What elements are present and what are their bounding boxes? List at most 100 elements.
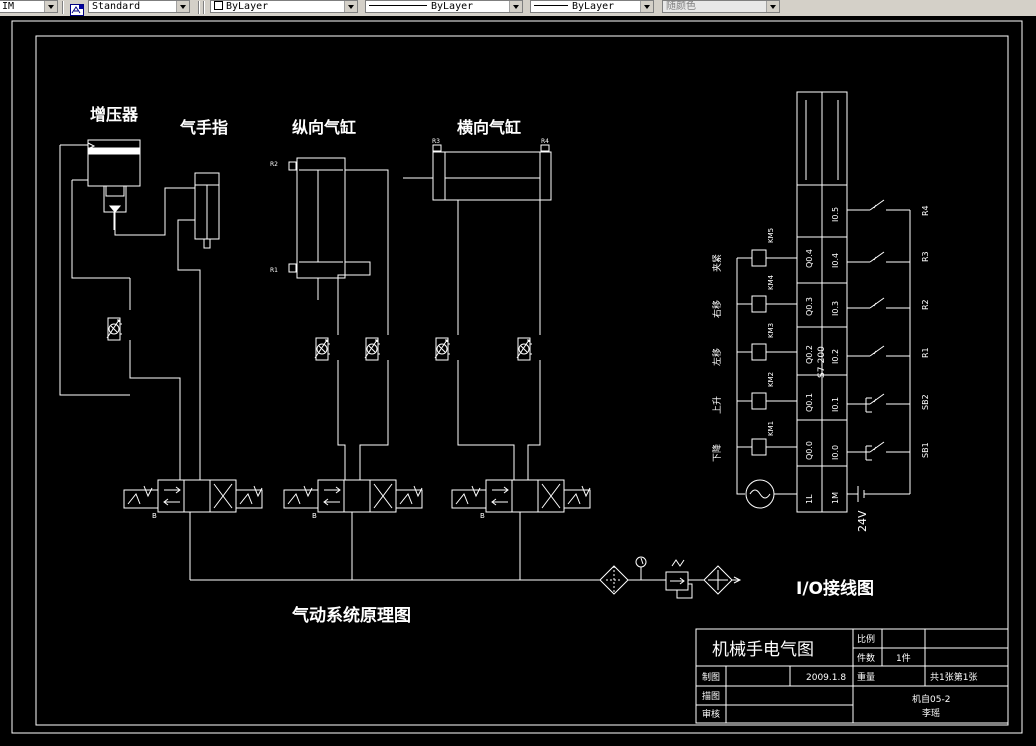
push-button-sb2: SB2: [847, 393, 930, 413]
input-label: I0.1: [831, 397, 840, 412]
toolbar-separator: [203, 1, 205, 14]
chevron-down-icon[interactable]: [44, 1, 57, 12]
input-label: I0.3: [831, 301, 840, 316]
input-label: I0.4: [831, 253, 840, 268]
limit-switch-r3: R3: [847, 251, 930, 263]
valve-marker: B: [152, 512, 157, 520]
action-label: 左移: [711, 348, 723, 366]
checked-label: 审核: [702, 708, 720, 720]
qty-value: 1件: [896, 652, 911, 664]
drafted-label: 描图: [702, 690, 720, 702]
output-label: Q0.4: [805, 249, 814, 268]
valve-marker: B: [480, 512, 485, 520]
intensifier-label: 增压器: [90, 105, 139, 124]
switch-label: SB1: [921, 442, 930, 458]
drawing-title: 机械手电气图: [712, 640, 814, 660]
io-caption: I/O接线图: [796, 578, 874, 599]
lineweight-value: ByLayer: [572, 1, 615, 12]
horizontal-cylinder-label: 横向气缸: [457, 118, 521, 137]
switch-label: SB2: [921, 394, 930, 410]
text-style-select[interactable]: Standard: [88, 0, 190, 13]
relay-label: KM3: [767, 323, 775, 338]
limit-switch-r1: R1: [847, 345, 930, 358]
qty-label: 件数: [857, 652, 875, 664]
properties-toolbar: IM Standard ByLayer ByLayer ByLayer 随颜色: [0, 0, 1036, 17]
output-label: Q0.2: [805, 345, 814, 364]
color-value: ByLayer: [226, 1, 269, 12]
io-wiring-diagram: S7-200 Q0.4 Q0.3 Q0.2 Q0.1 Q0.0 1L I0.5 …: [711, 91, 930, 599]
relay-coil-km4: KM4 右移: [711, 274, 797, 318]
directional-valve-2: B: [283, 479, 423, 580]
voltage-label: 24V: [856, 510, 869, 532]
action-label: 夹紧: [711, 254, 723, 272]
valve-marker: B: [312, 512, 317, 520]
directional-valve-1: B: [123, 479, 263, 580]
intensifier-symbol: [59, 139, 195, 396]
chevron-down-icon[interactable]: [509, 1, 522, 12]
drawn-date: 2009.1.8: [806, 673, 846, 683]
relay-coil-km1: KM1 下降: [711, 421, 797, 462]
input-label: I0.2: [831, 349, 840, 364]
drawn-label: 制图: [702, 671, 720, 683]
text-style-value: Standard: [92, 1, 141, 12]
limit-switch-r2: R2: [847, 297, 930, 310]
lineweight-control-select[interactable]: ByLayer: [530, 0, 654, 13]
dim-style-select[interactable]: IM: [0, 0, 58, 13]
output-label: 1L: [805, 494, 814, 504]
weight-label: 重量: [857, 671, 875, 683]
frl-unit: [599, 556, 742, 599]
directional-valve-3: B: [451, 479, 591, 580]
relay-label: KM1: [767, 421, 775, 436]
dim-style-value: IM: [2, 1, 15, 12]
gripper-symbol: [106, 172, 220, 480]
output-label: Q0.3: [805, 297, 814, 316]
switch-label: R1: [921, 347, 930, 358]
pneumatic-schematic: 增压器 气手指 纵向气缸 横向气缸 R2: [59, 105, 742, 626]
toolbar-separator: [62, 1, 64, 14]
horizontal-cylinder-symbol: R3 R4: [403, 138, 552, 480]
drawing-number: 机自05-2: [912, 693, 950, 705]
toolbar-separator: [198, 1, 200, 14]
output-label: Q0.0: [805, 441, 814, 460]
action-label: 下降: [711, 444, 723, 462]
relay-label: KM2: [767, 372, 775, 387]
title-block: 机械手电气图 比例 件数 1件 重量 共1张第1张 制图 2009.1.8 描图…: [695, 628, 1009, 724]
drawing-svg: 增压器 气手指 纵向气缸 横向气缸 R2: [11, 20, 1023, 734]
chevron-down-icon[interactable]: [176, 1, 189, 12]
switch-label: R4: [921, 205, 930, 216]
action-label: 上升: [712, 396, 723, 414]
drawing-canvas[interactable]: 增压器 气手指 纵向气缸 横向气缸 R2: [0, 16, 1036, 742]
relay-label: KM5: [767, 228, 775, 243]
input-label: I0.5: [831, 207, 840, 222]
limit-switch-r4: R4: [847, 199, 930, 216]
ac-source-icon: [745, 479, 797, 509]
push-button-sb1: SB1: [847, 441, 930, 461]
pneumatic-caption: 气动系统原理图: [291, 605, 411, 626]
outer-frame: [11, 20, 1023, 734]
inner-frame: [35, 35, 1009, 726]
plot-style-value: 随颜色: [666, 1, 696, 12]
sensor-r2-tag: R2: [270, 161, 278, 168]
text-style-icon[interactable]: [70, 1, 84, 16]
linetype-preview-icon: [369, 5, 427, 6]
relay-label: KM4: [767, 274, 775, 290]
switch-label: R3: [921, 251, 930, 262]
sheet-info: 共1张第1张: [930, 671, 977, 683]
gripper-label: 气手指: [179, 118, 228, 137]
relay-coil-km3: KM3 左移: [711, 323, 797, 366]
scale-label: 比例: [857, 633, 875, 645]
switch-label: R2: [921, 299, 930, 310]
sensor-r4-tag: R4: [541, 138, 549, 145]
color-control-select[interactable]: ByLayer: [210, 0, 358, 13]
action-label: 右移: [711, 300, 723, 318]
chevron-down-icon: [766, 1, 779, 12]
linetype-control-select[interactable]: ByLayer: [365, 0, 523, 13]
vertical-cylinder-label: 纵向气缸: [292, 118, 356, 137]
lineweight-preview-icon: [534, 5, 568, 6]
vertical-cylinder-symbol: R2 R1: [270, 157, 389, 480]
chevron-down-icon[interactable]: [640, 1, 653, 12]
chevron-down-icon[interactable]: [344, 1, 357, 12]
color-swatch-icon: [214, 1, 223, 10]
input-label: I0.0: [831, 445, 840, 460]
dc-source-icon: 24V: [847, 486, 910, 532]
